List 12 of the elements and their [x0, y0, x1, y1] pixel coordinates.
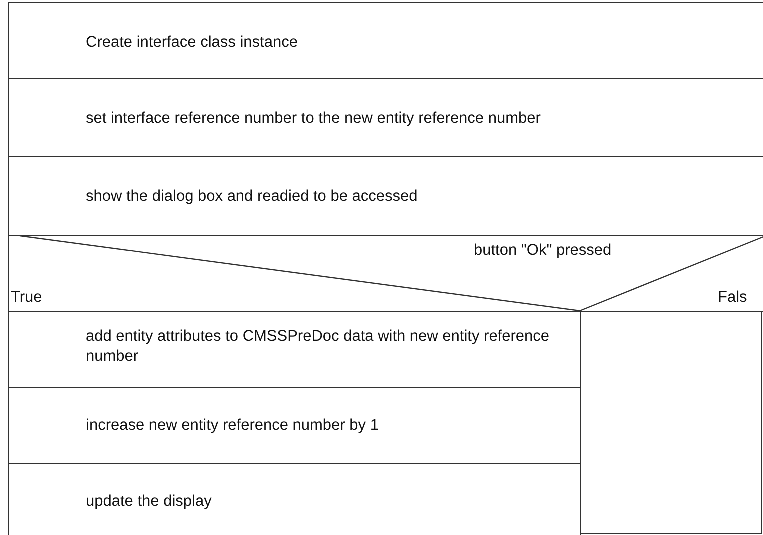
step-text: add entity attributes to CMSSPreDoc data with new entity reference number — [86, 327, 551, 367]
step-text: set interface reference number to the new entity reference number — [86, 109, 541, 129]
condition-text: button "Ok" pressed — [474, 241, 612, 261]
step-text: increase new entity reference number by 1 — [86, 416, 379, 436]
branch-label: True — [11, 289, 42, 307]
step-text: show the dialog box and readied to be accessed — [86, 187, 418, 207]
step-text: update the display — [86, 492, 212, 512]
empty-branch-box — [580, 311, 762, 534]
step-text: Create interface class instance — [86, 33, 298, 53]
process-box — [8, 2, 763, 79]
process-box — [8, 463, 581, 535]
branch-label: Fals — [718, 289, 748, 307]
